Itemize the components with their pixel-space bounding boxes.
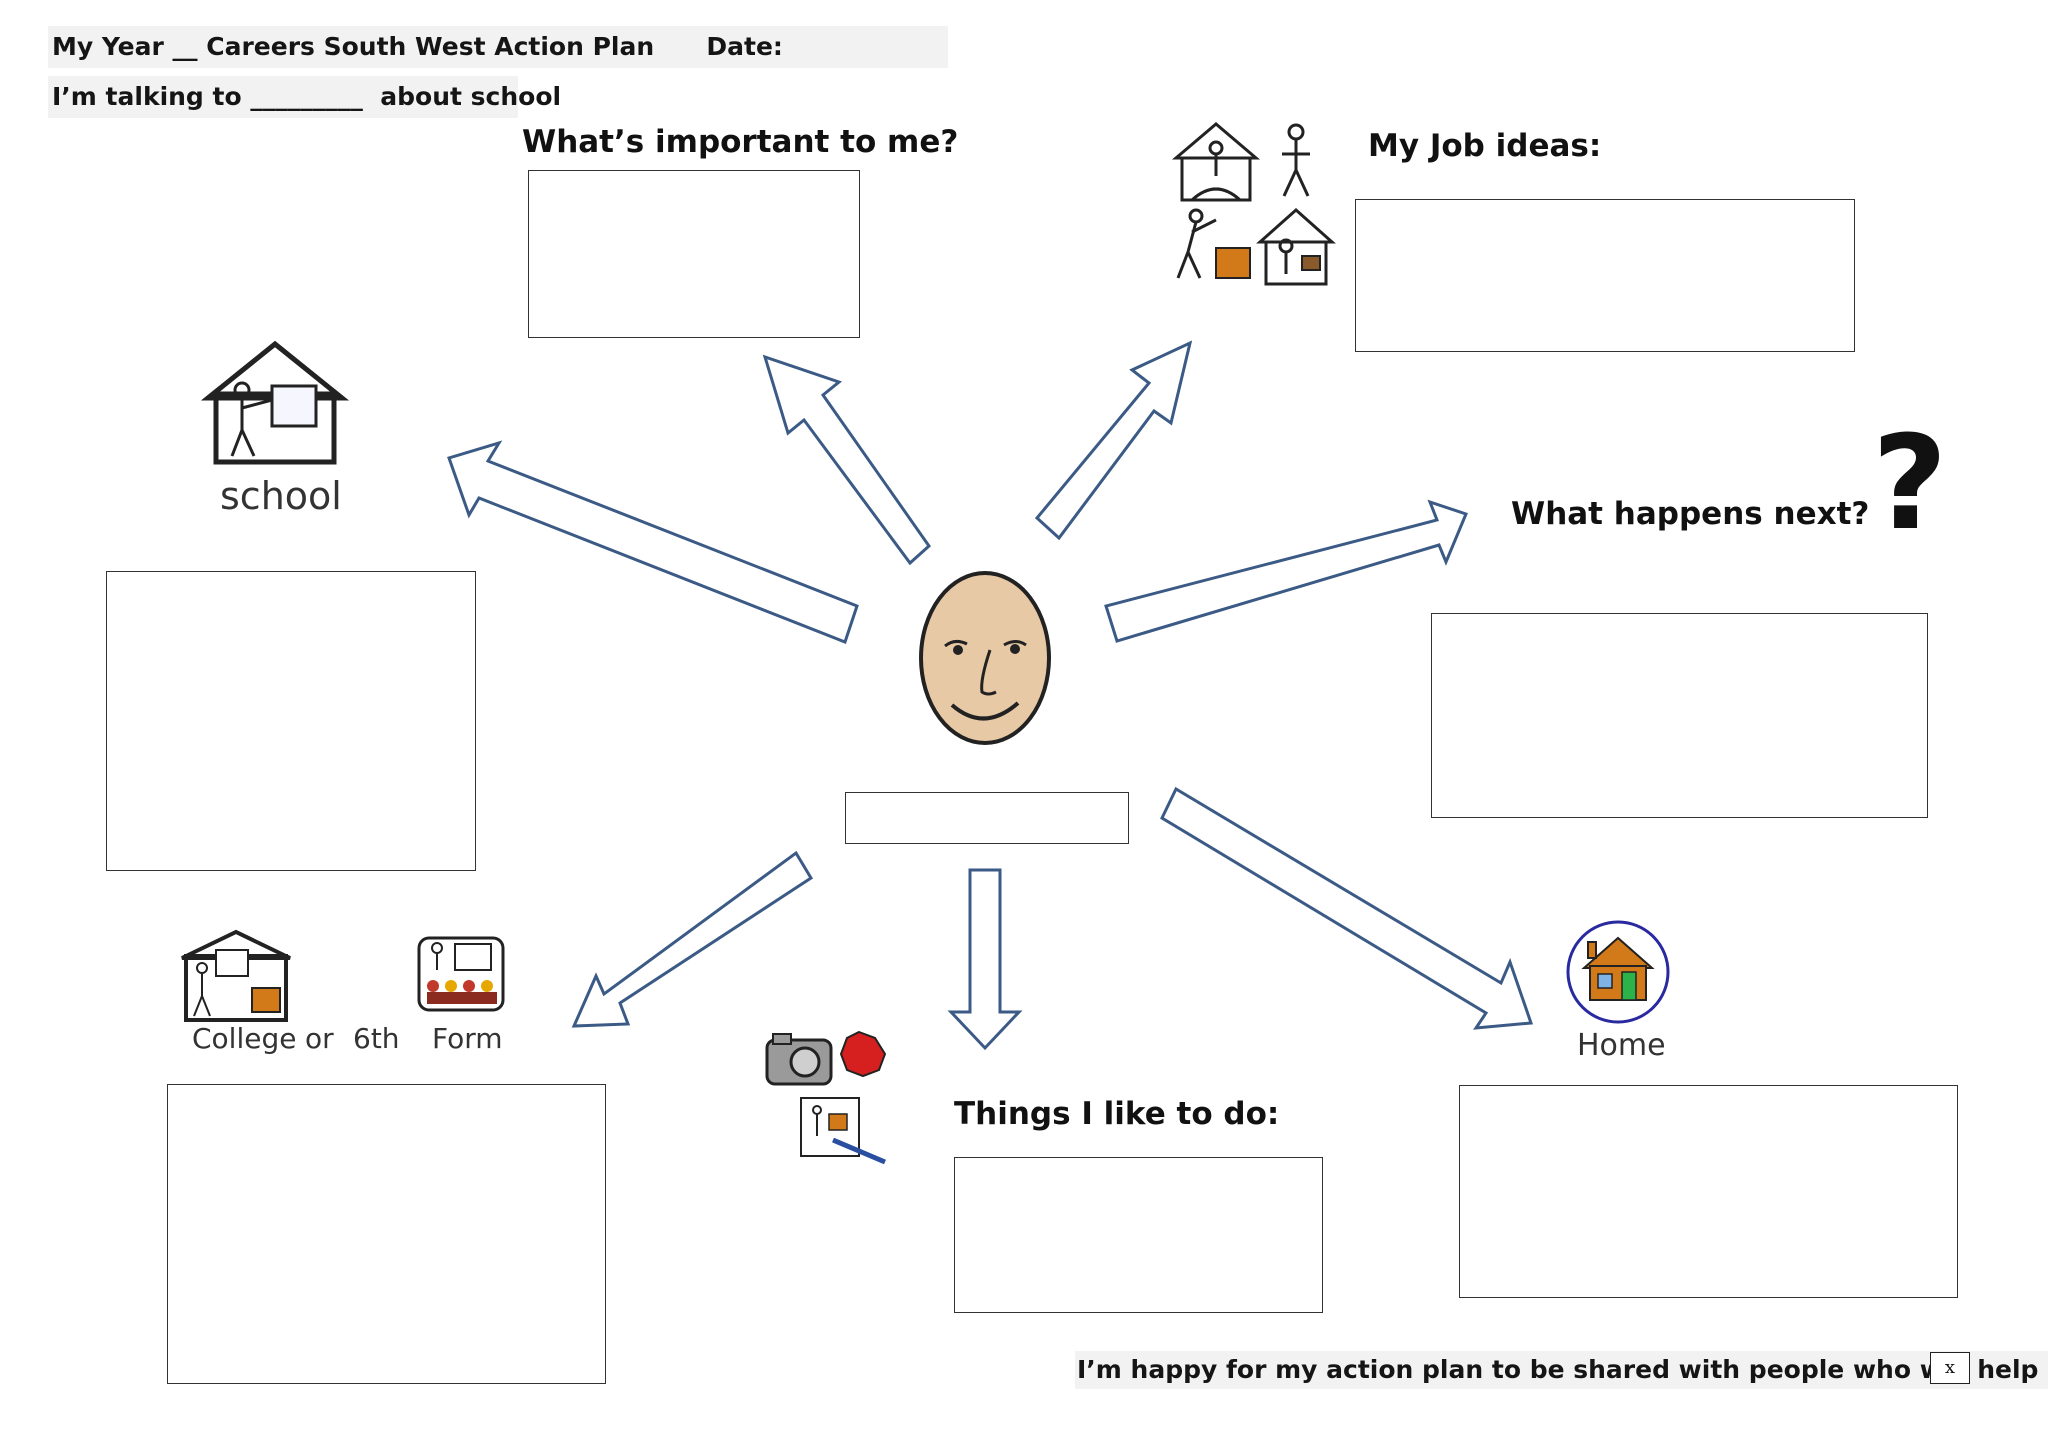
job-ideas-heading: My Job ideas: — [1368, 128, 1602, 164]
what-next-box[interactable] — [1431, 613, 1928, 818]
arrow-to-important — [762, 354, 931, 566]
arrow-to-what-next — [1104, 499, 1469, 643]
job-ideas-box[interactable] — [1355, 199, 1855, 352]
title-line: My Year __ Careers South West Action Pla… — [48, 26, 948, 68]
sixth-form-icon — [417, 936, 505, 1012]
college-label: College — [192, 1022, 297, 1055]
school-house-icon — [200, 340, 350, 465]
form-label: Form — [432, 1022, 503, 1055]
arrow-to-college — [571, 850, 814, 1028]
school-box[interactable] — [106, 571, 476, 871]
home-label: Home — [1577, 1028, 1666, 1063]
hobbies-icon — [765, 1030, 887, 1165]
person-face-icon — [919, 571, 1051, 745]
important-box[interactable] — [528, 170, 860, 338]
college-icon — [181, 929, 291, 1022]
consent-checkbox[interactable]: x — [1930, 1352, 1970, 1384]
what-next-heading: What happens next? — [1511, 496, 1870, 532]
question-mark-icon: ? — [1872, 407, 1948, 559]
consent-text: I’m happy for my action plan to be share… — [1075, 1351, 2048, 1389]
school-label: school — [220, 474, 342, 518]
things-box[interactable] — [954, 1157, 1323, 1313]
arrow-to-things — [947, 868, 1023, 1051]
arrow-to-home — [1160, 786, 1534, 1030]
sixth-label: 6th — [353, 1022, 400, 1055]
home-icon — [1566, 920, 1670, 1024]
college-box[interactable] — [167, 1084, 606, 1384]
name-box[interactable] — [845, 792, 1129, 844]
things-heading: Things I like to do: — [954, 1096, 1280, 1132]
or-label: or — [305, 1022, 334, 1055]
arrow-to-job-ideas — [1034, 340, 1193, 541]
job-ideas-icon — [1171, 122, 1336, 286]
home-box[interactable] — [1459, 1085, 1958, 1298]
arrow-to-school — [447, 440, 859, 644]
important-heading: What’s important to me? — [522, 124, 959, 160]
